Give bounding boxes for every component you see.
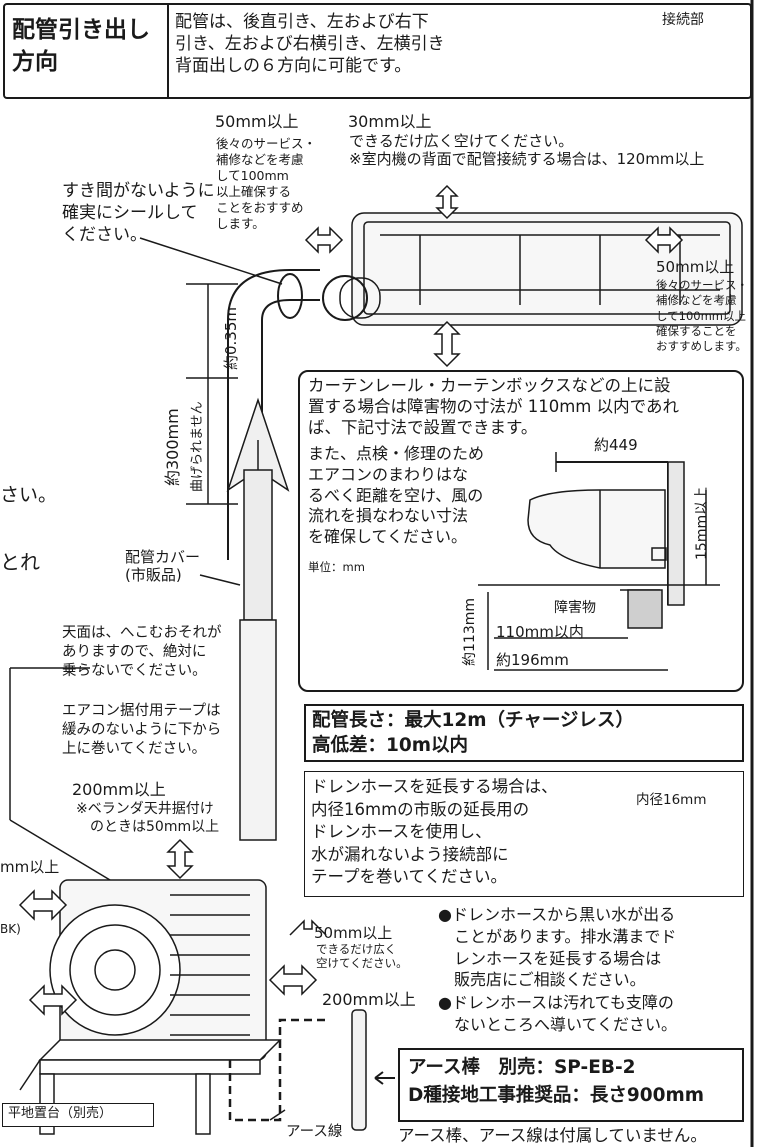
no-bend-label: 曲げられません — [190, 401, 205, 492]
stand-label-box — [2, 1103, 154, 1127]
height-difference: 高低差：10m以内 — [312, 735, 469, 756]
obstacle-label: 障害物 — [554, 600, 596, 616]
outdoor-top-heading: 200mm以上 — [72, 780, 166, 799]
drain-box — [304, 771, 744, 897]
earth-rod-spec: D種接地工事推奨品：長さ900mm — [408, 1085, 705, 1106]
roof-note: 天面は、へこむおそれが ありますので、絶対に 乗らないでください。 — [62, 625, 222, 679]
earth-note: アース棒、アース線は付属していません。 — [398, 1126, 707, 1145]
tape-note: エアコン据付用テープは 緩みのないように下から 上に巻いてください。 — [62, 703, 222, 757]
top-clearance-heading: 30mm以上 — [348, 112, 432, 131]
unit-label: 単位：mm — [308, 560, 365, 574]
outdoor-front-clearance: 200mm以上 — [322, 990, 416, 1009]
curtain-box — [298, 370, 744, 692]
curtain-box-text: カーテンレール・カーテンボックスなどの上に設 置する場合は障害物の寸法が 110… — [308, 376, 679, 437]
drain-box-text: ドレンホースを延長する場合は、 内径16mmの市販の延長用の ドレンホースを使用… — [311, 777, 558, 887]
dim-449: 約449 — [594, 436, 638, 454]
outdoor-top-body: ※ベランダ天井据付け のときは50mm以上 — [76, 801, 220, 836]
top-clearance-body: できるだけ広く空けてください。 ※室内機の背面で配管接続する場合は、120mm以… — [349, 132, 705, 169]
header-description: 配管は、後直引き、左および右下 引き、左および右横引き、左横引き 背面出しの６方… — [175, 12, 445, 76]
clipped-text-1: さい。 — [0, 484, 58, 506]
right-clearance-heading: 50mm以上 — [656, 258, 735, 276]
left-clearance-heading: 50mm以上 — [215, 112, 299, 131]
outdoor-left-clipped: BK) — [0, 922, 21, 936]
earth-wire-label: アース線 — [286, 1124, 343, 1140]
connection-label: 接続部 — [662, 12, 704, 28]
pipe-length-300: 約300mm — [163, 408, 182, 486]
dim-110: 110mm以内 — [496, 623, 584, 641]
outdoor-right-body: できるだけ広く 空けてください。 — [316, 942, 408, 971]
pipe-cover-label: 配管カバー (市販品) — [125, 548, 201, 584]
earth-rod-model: アース棒 別売：SP-EB-2 — [408, 1057, 636, 1078]
seal-note: すき間がないように 確実にシールして ください。 — [62, 181, 215, 246]
header-title-2: 方向 — [12, 49, 58, 75]
header-divider — [167, 5, 169, 97]
pipe-length-box — [304, 704, 744, 762]
header-title: 配管引き出し — [12, 17, 150, 43]
inner-diameter-label: 内径16mm — [636, 792, 707, 808]
pipe-length-035: 約0.35m — [222, 306, 240, 370]
dim-113: 約113mm — [462, 598, 478, 666]
curtain-box-subtext: また、点検・修理のため エアコンのまわりはな るべく距離を空け、風の 流れを損な… — [308, 444, 485, 547]
clipped-text-2: とれ — [0, 550, 40, 574]
bullet-hose-dirty: ●ドレンホースは汚れても支障の ないところへ導いてください。 — [438, 993, 678, 1034]
earth-rod-box — [398, 1048, 744, 1122]
stand-label: 平地置台（別売） — [8, 1106, 113, 1121]
dim-15: 15mm以上 — [694, 486, 710, 560]
right-clearance-body: 後々のサービス・ 補修などを考慮 して100mm以上 確保することを おすすめし… — [656, 278, 748, 354]
header-box — [3, 3, 752, 99]
pipe-length-max: 配管長さ：最大12m（チャージレス） — [312, 710, 634, 731]
outdoor-right-heading: 50mm以上 — [314, 924, 393, 942]
dim-196: 約196mm — [496, 651, 569, 669]
left-clearance-body: 後々のサービス・ 補修などを考慮 して100mm 以上確保する ことをおすすめ … — [216, 136, 317, 231]
outdoor-left-clearance: mm以上 — [0, 858, 60, 876]
bullet-black-water: ●ドレンホースから黒い水が出る ことがあります。排水溝までド レンホースを延長す… — [438, 905, 677, 990]
